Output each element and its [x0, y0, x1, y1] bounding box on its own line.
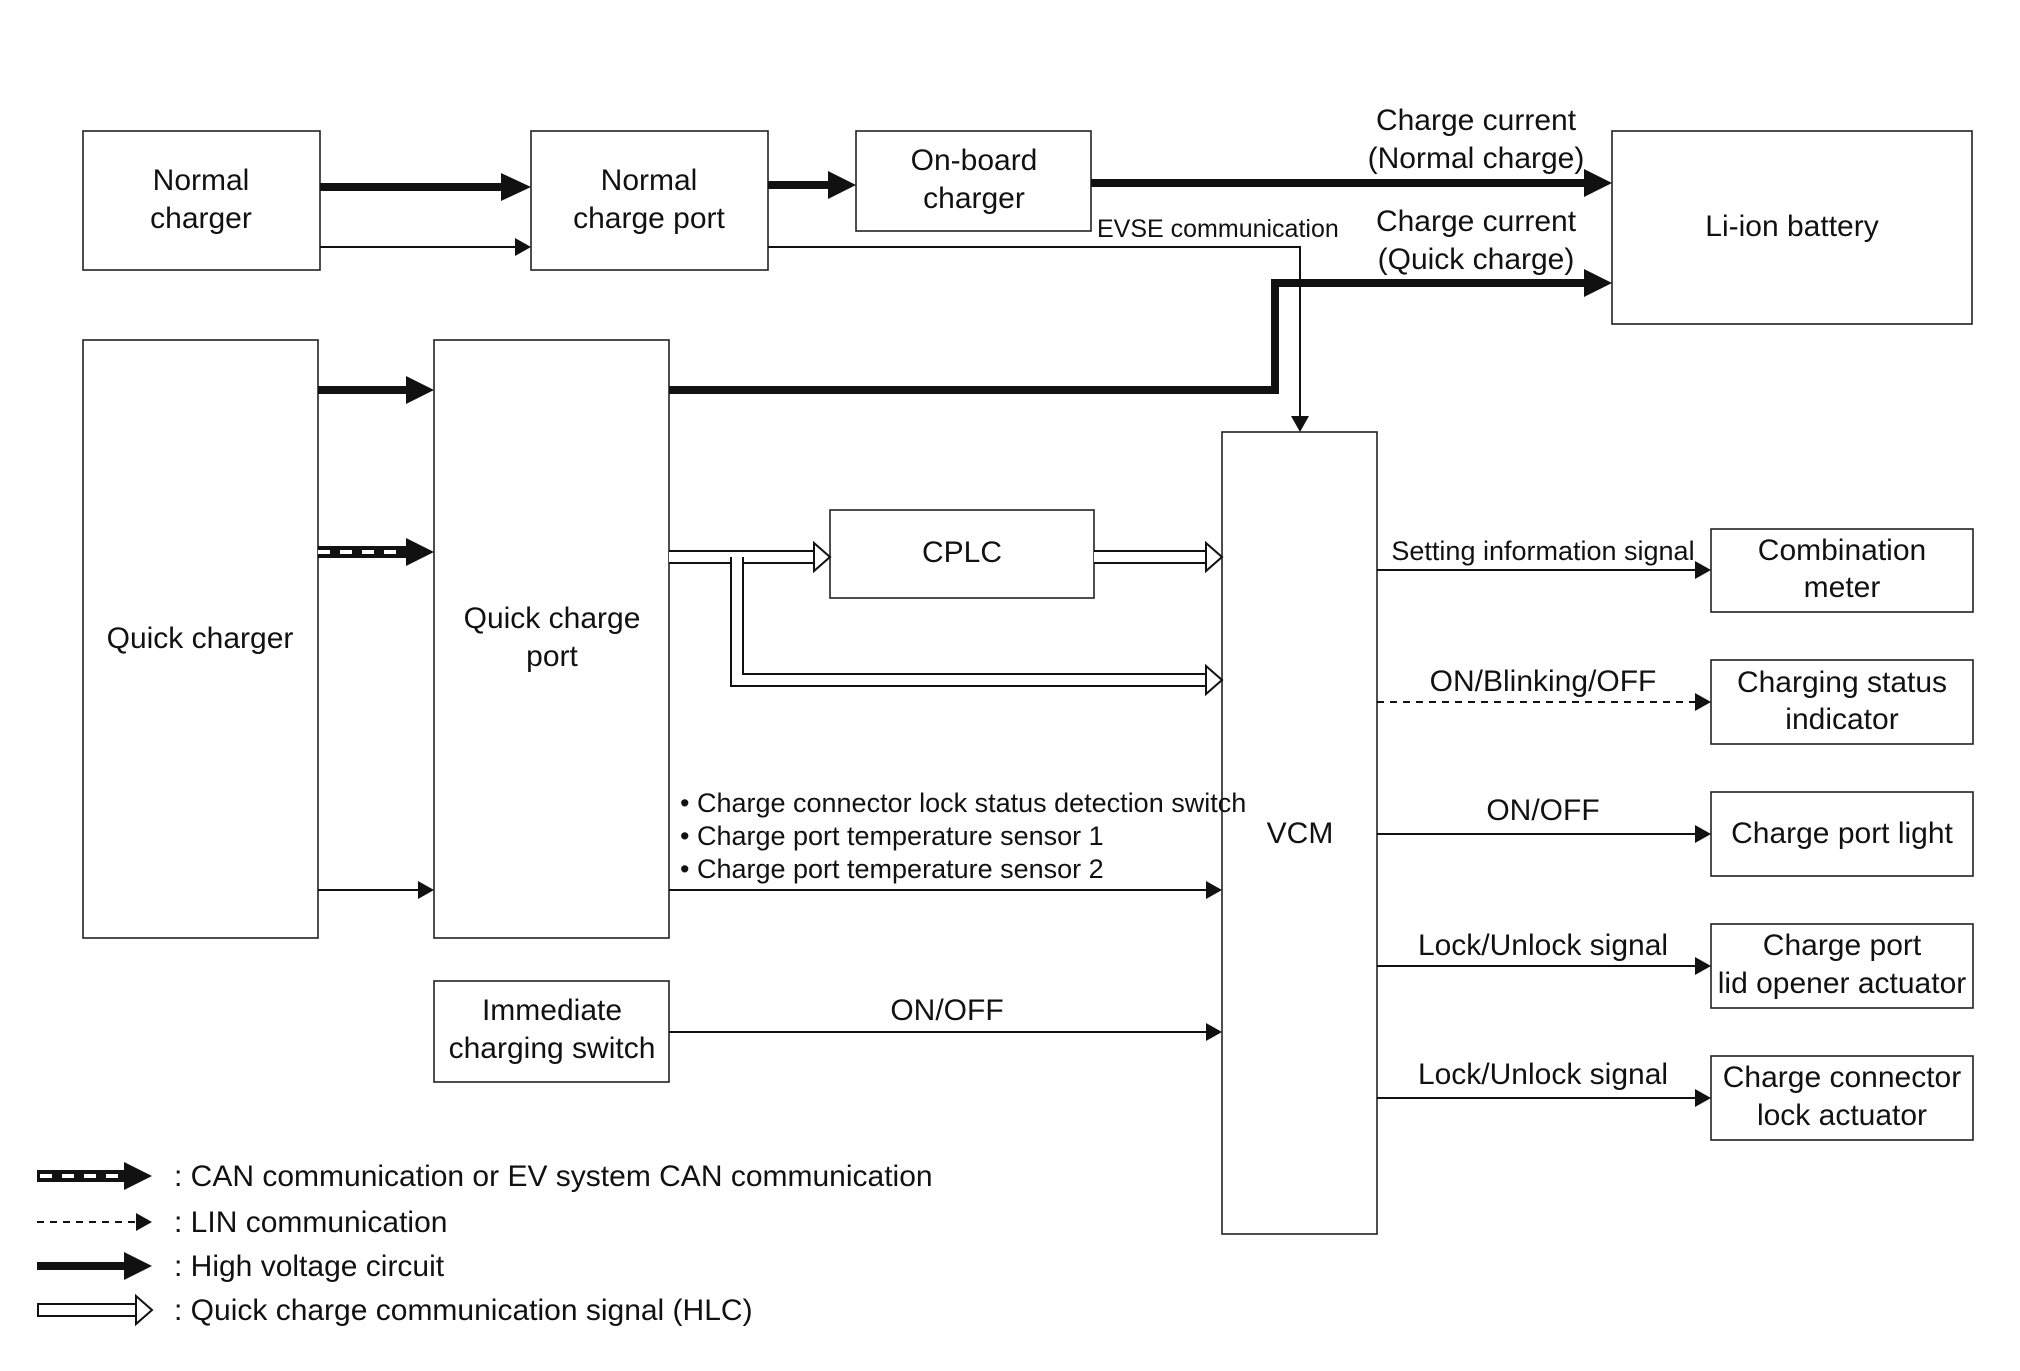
- node-charge-connector-lock-actuator-label-2: lock actuator: [1757, 1099, 1927, 1132]
- edge-port-to-onboard-charger-hv: [768, 171, 856, 199]
- legend-item-hlc: : Quick charge communication signal (HLC…: [37, 1293, 753, 1327]
- edge-immediate-switch-to-vcm: [669, 1023, 1222, 1041]
- label-on-off-light: ON/OFF: [1486, 794, 1599, 827]
- node-charge-port-lid-opener-actuator-label-2: lid opener actuator: [1718, 967, 1967, 1000]
- edge-normal-charger-to-port-signal: [320, 238, 531, 256]
- node-combination-meter-label-1: Combination: [1758, 534, 1926, 567]
- label-charge-current-quick-2: (Quick charge): [1378, 243, 1575, 276]
- edge-quick-port-to-battery-hv: [669, 269, 1612, 394]
- node-immediate-charging-switch-label-2: charging switch: [449, 1032, 656, 1065]
- edge-vcm-to-charge-port-light: [1377, 825, 1711, 843]
- node-charging-status-indicator-label-2: indicator: [1785, 703, 1898, 736]
- node-normal-charge-port-label-1: Normal: [601, 164, 698, 197]
- node-quick-charger-label: Quick charger: [107, 622, 294, 655]
- edge-vcm-to-charging-status-indicator: [1377, 693, 1711, 711]
- node-charge-connector-lock-actuator-label-1: Charge connector: [1723, 1061, 1961, 1094]
- node-quick-charge-port-label-1: Quick charge: [464, 602, 641, 635]
- label-setting-information-signal: Setting information signal: [1391, 536, 1694, 566]
- node-li-ion-battery-label: Li-ion battery: [1705, 210, 1878, 243]
- label-immediate-switch-signal: ON/OFF: [890, 994, 1003, 1027]
- legend-label-hlc: : Quick charge communication signal (HLC…: [174, 1294, 753, 1327]
- label-charge-current-normal-2: (Normal charge): [1368, 142, 1585, 175]
- node-cplc-label: CPLC: [922, 536, 1002, 569]
- node-charge-port-lid-opener-actuator-label-1: Charge port: [1763, 929, 1922, 962]
- node-quick-charger: Quick charger: [82, 339, 319, 939]
- edge-hlc-port-to-vcm: [730, 557, 1224, 697]
- node-normal-charger: Normal charger: [82, 130, 321, 271]
- node-charging-status-indicator: Charging status indicator: [1710, 659, 1974, 745]
- label-charge-current-quick-1: Charge current: [1376, 205, 1577, 238]
- edge-vcm-to-connector-lock: [1377, 1089, 1711, 1107]
- edge-vcm-to-lid-opener: [1377, 957, 1711, 975]
- node-quick-charge-port-label-2: port: [526, 640, 578, 673]
- label-sensor-1: • Charge connector lock status detection…: [680, 788, 1246, 818]
- edge-quick-charger-to-port-can: [318, 538, 434, 566]
- node-normal-charger-label-2: charger: [150, 202, 252, 235]
- edge-quick-charger-to-port-hv: [318, 376, 434, 404]
- edge-vcm-to-combination-meter: [1377, 561, 1711, 579]
- label-sensor-2: • Charge port temperature sensor 1: [680, 821, 1104, 851]
- node-onboard-charger: On-board charger: [855, 130, 1092, 232]
- node-vcm: VCM: [1221, 431, 1378, 1235]
- label-charge-current-normal-1: Charge current: [1376, 104, 1577, 137]
- legend-label-can: : CAN communication or EV system CAN com…: [174, 1160, 933, 1193]
- edge-hlc-cplc-to-vcm: [1094, 540, 1224, 574]
- node-charge-port-lid-opener-actuator: Charge port lid opener actuator: [1710, 923, 1974, 1009]
- legend-label-high-voltage: : High voltage circuit: [174, 1250, 445, 1283]
- label-lock-unlock-connector: Lock/Unlock signal: [1418, 1058, 1668, 1091]
- edge-evse-communication: [768, 246, 1309, 432]
- edge-onboard-charger-to-battery-hv: [1091, 169, 1612, 197]
- node-charging-status-indicator-label-1: Charging status: [1737, 666, 1947, 699]
- label-on-blinking-off: ON/Blinking/OFF: [1430, 665, 1657, 698]
- legend: : CAN communication or EV system CAN com…: [37, 1160, 933, 1327]
- node-combination-meter-label-2: meter: [1804, 571, 1881, 604]
- node-cplc: CPLC: [829, 509, 1095, 599]
- node-charge-port-light: Charge port light: [1710, 791, 1974, 877]
- edge-normal-charger-to-port-hv: [320, 173, 531, 201]
- edge-hlc-port-to-cplc: [669, 540, 832, 574]
- node-combination-meter: Combination meter: [1710, 528, 1974, 613]
- label-sensor-3: • Charge port temperature sensor 2: [680, 854, 1104, 884]
- node-normal-charge-port-label-2: charge port: [573, 202, 725, 235]
- legend-item-high-voltage: : High voltage circuit: [37, 1250, 445, 1283]
- node-immediate-charging-switch-label-1: Immediate: [482, 994, 622, 1027]
- node-immediate-charging-switch: Immediate charging switch: [433, 980, 670, 1083]
- node-li-ion-battery: Li-ion battery: [1611, 130, 1973, 325]
- legend-label-lin: : LIN communication: [174, 1206, 447, 1239]
- label-lock-unlock-lid: Lock/Unlock signal: [1418, 929, 1668, 962]
- node-normal-charge-port: Normal charge port: [530, 130, 769, 271]
- node-charge-connector-lock-actuator: Charge connector lock actuator: [1710, 1055, 1974, 1141]
- legend-item-can: : CAN communication or EV system CAN com…: [37, 1160, 933, 1193]
- legend-item-lin: : LIN communication: [37, 1206, 447, 1239]
- node-vcm-label: VCM: [1267, 817, 1334, 850]
- node-onboard-charger-label-1: On-board: [911, 144, 1038, 177]
- node-normal-charger-label-1: Normal: [153, 164, 250, 197]
- label-evse-communication: EVSE communication: [1097, 215, 1339, 243]
- node-onboard-charger-label-2: charger: [923, 182, 1025, 215]
- node-quick-charge-port: Quick charge port: [433, 339, 670, 939]
- edge-sensors-to-vcm: [669, 881, 1222, 899]
- node-charge-port-light-label: Charge port light: [1731, 817, 1953, 850]
- edge-quick-charger-to-port-signal: [318, 881, 434, 899]
